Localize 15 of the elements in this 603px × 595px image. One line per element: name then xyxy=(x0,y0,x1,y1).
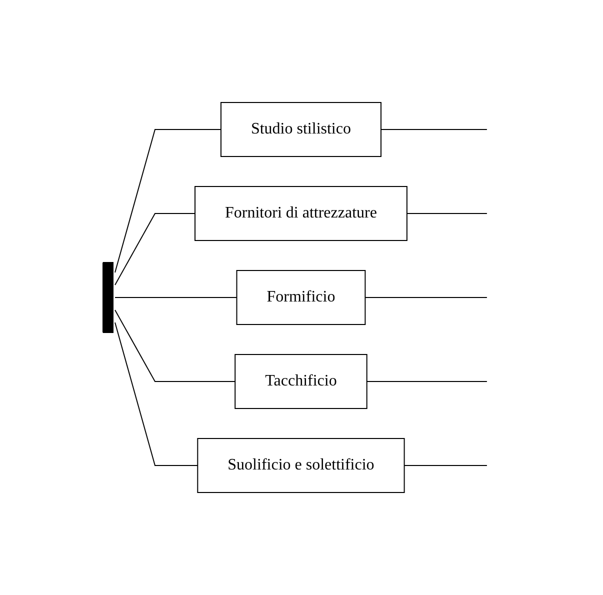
connector xyxy=(406,213,487,214)
connector xyxy=(364,297,487,298)
connector xyxy=(114,310,236,382)
connector xyxy=(403,465,487,466)
node-box: Suolificio e solettificio xyxy=(196,438,404,493)
connector xyxy=(380,129,487,130)
connector xyxy=(114,297,237,298)
node-box: Studio stilistico xyxy=(220,102,381,157)
node-box: Formificio xyxy=(236,270,366,325)
node-box: Fornitori di attrezzature xyxy=(194,186,407,241)
connector xyxy=(114,322,198,466)
connector xyxy=(114,129,221,273)
node-box: Tacchificio xyxy=(234,354,367,409)
connector xyxy=(366,381,487,382)
connector xyxy=(114,213,196,286)
